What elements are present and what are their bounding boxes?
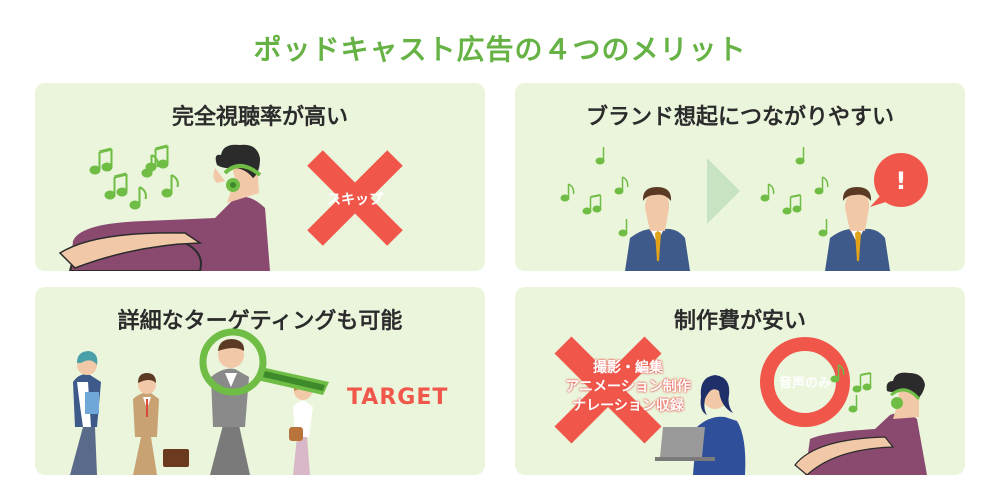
- target-label: TARGET: [347, 385, 449, 410]
- audio-only-label: 音声のみ: [778, 376, 831, 391]
- listener-person: [794, 372, 927, 475]
- cross-icon: [554, 336, 662, 444]
- panel-heading: ブランド想起につながりやすい: [585, 105, 894, 130]
- production-item: 撮影・編集: [593, 360, 663, 376]
- music-notes-icon: [760, 147, 829, 237]
- walking-person: [210, 339, 250, 475]
- skip-label: スキップ: [327, 192, 383, 208]
- cross-icon: [307, 150, 403, 246]
- listening-illustration: [58, 144, 403, 271]
- alert-bubble-icon: [870, 153, 928, 207]
- music-notes-icon: [89, 144, 179, 210]
- headphones-icon: [223, 164, 262, 192]
- panel-heading: 制作費が安い: [673, 309, 806, 334]
- production-items: 撮影・編集 アニメーション制作 ナレーション収録: [553, 359, 703, 416]
- panel-heading: 完全視聴率が高い: [171, 105, 348, 130]
- targeting-illustration: [70, 328, 329, 475]
- panel-targeting: 詳細なターゲティングも可能: [35, 287, 485, 475]
- alert-mark: !: [895, 167, 907, 195]
- panel-heading: 詳細なターゲティングも可能: [117, 309, 403, 334]
- walking-person: [133, 373, 189, 475]
- production-item: ナレーション収録: [572, 398, 684, 414]
- music-notes-icon: [830, 364, 872, 413]
- arrow-right-icon: [707, 158, 740, 224]
- panel-brand-recall: ブランド想起につながりやすい: [515, 83, 965, 271]
- music-notes-icon: [560, 147, 629, 237]
- brand-recall-illustration: [560, 147, 928, 271]
- businessman-person: [825, 187, 890, 271]
- walking-person: [70, 351, 101, 475]
- laptop-worker-person: [655, 375, 746, 475]
- magnifier-icon: [199, 328, 329, 396]
- production-item: アニメーション制作: [565, 379, 691, 395]
- circle-icon: [760, 337, 850, 427]
- panel-low-cost: 制作費が安い 撮影・編集 ア: [515, 287, 965, 475]
- walking-person: [289, 379, 313, 475]
- panel-completion-rate: 完全視聴率が高い スキップ: [35, 83, 485, 271]
- low-cost-illustration: [554, 336, 927, 475]
- page-title: ポッドキャスト広告の４つのメリット: [253, 33, 747, 66]
- businessman-person: [625, 187, 690, 271]
